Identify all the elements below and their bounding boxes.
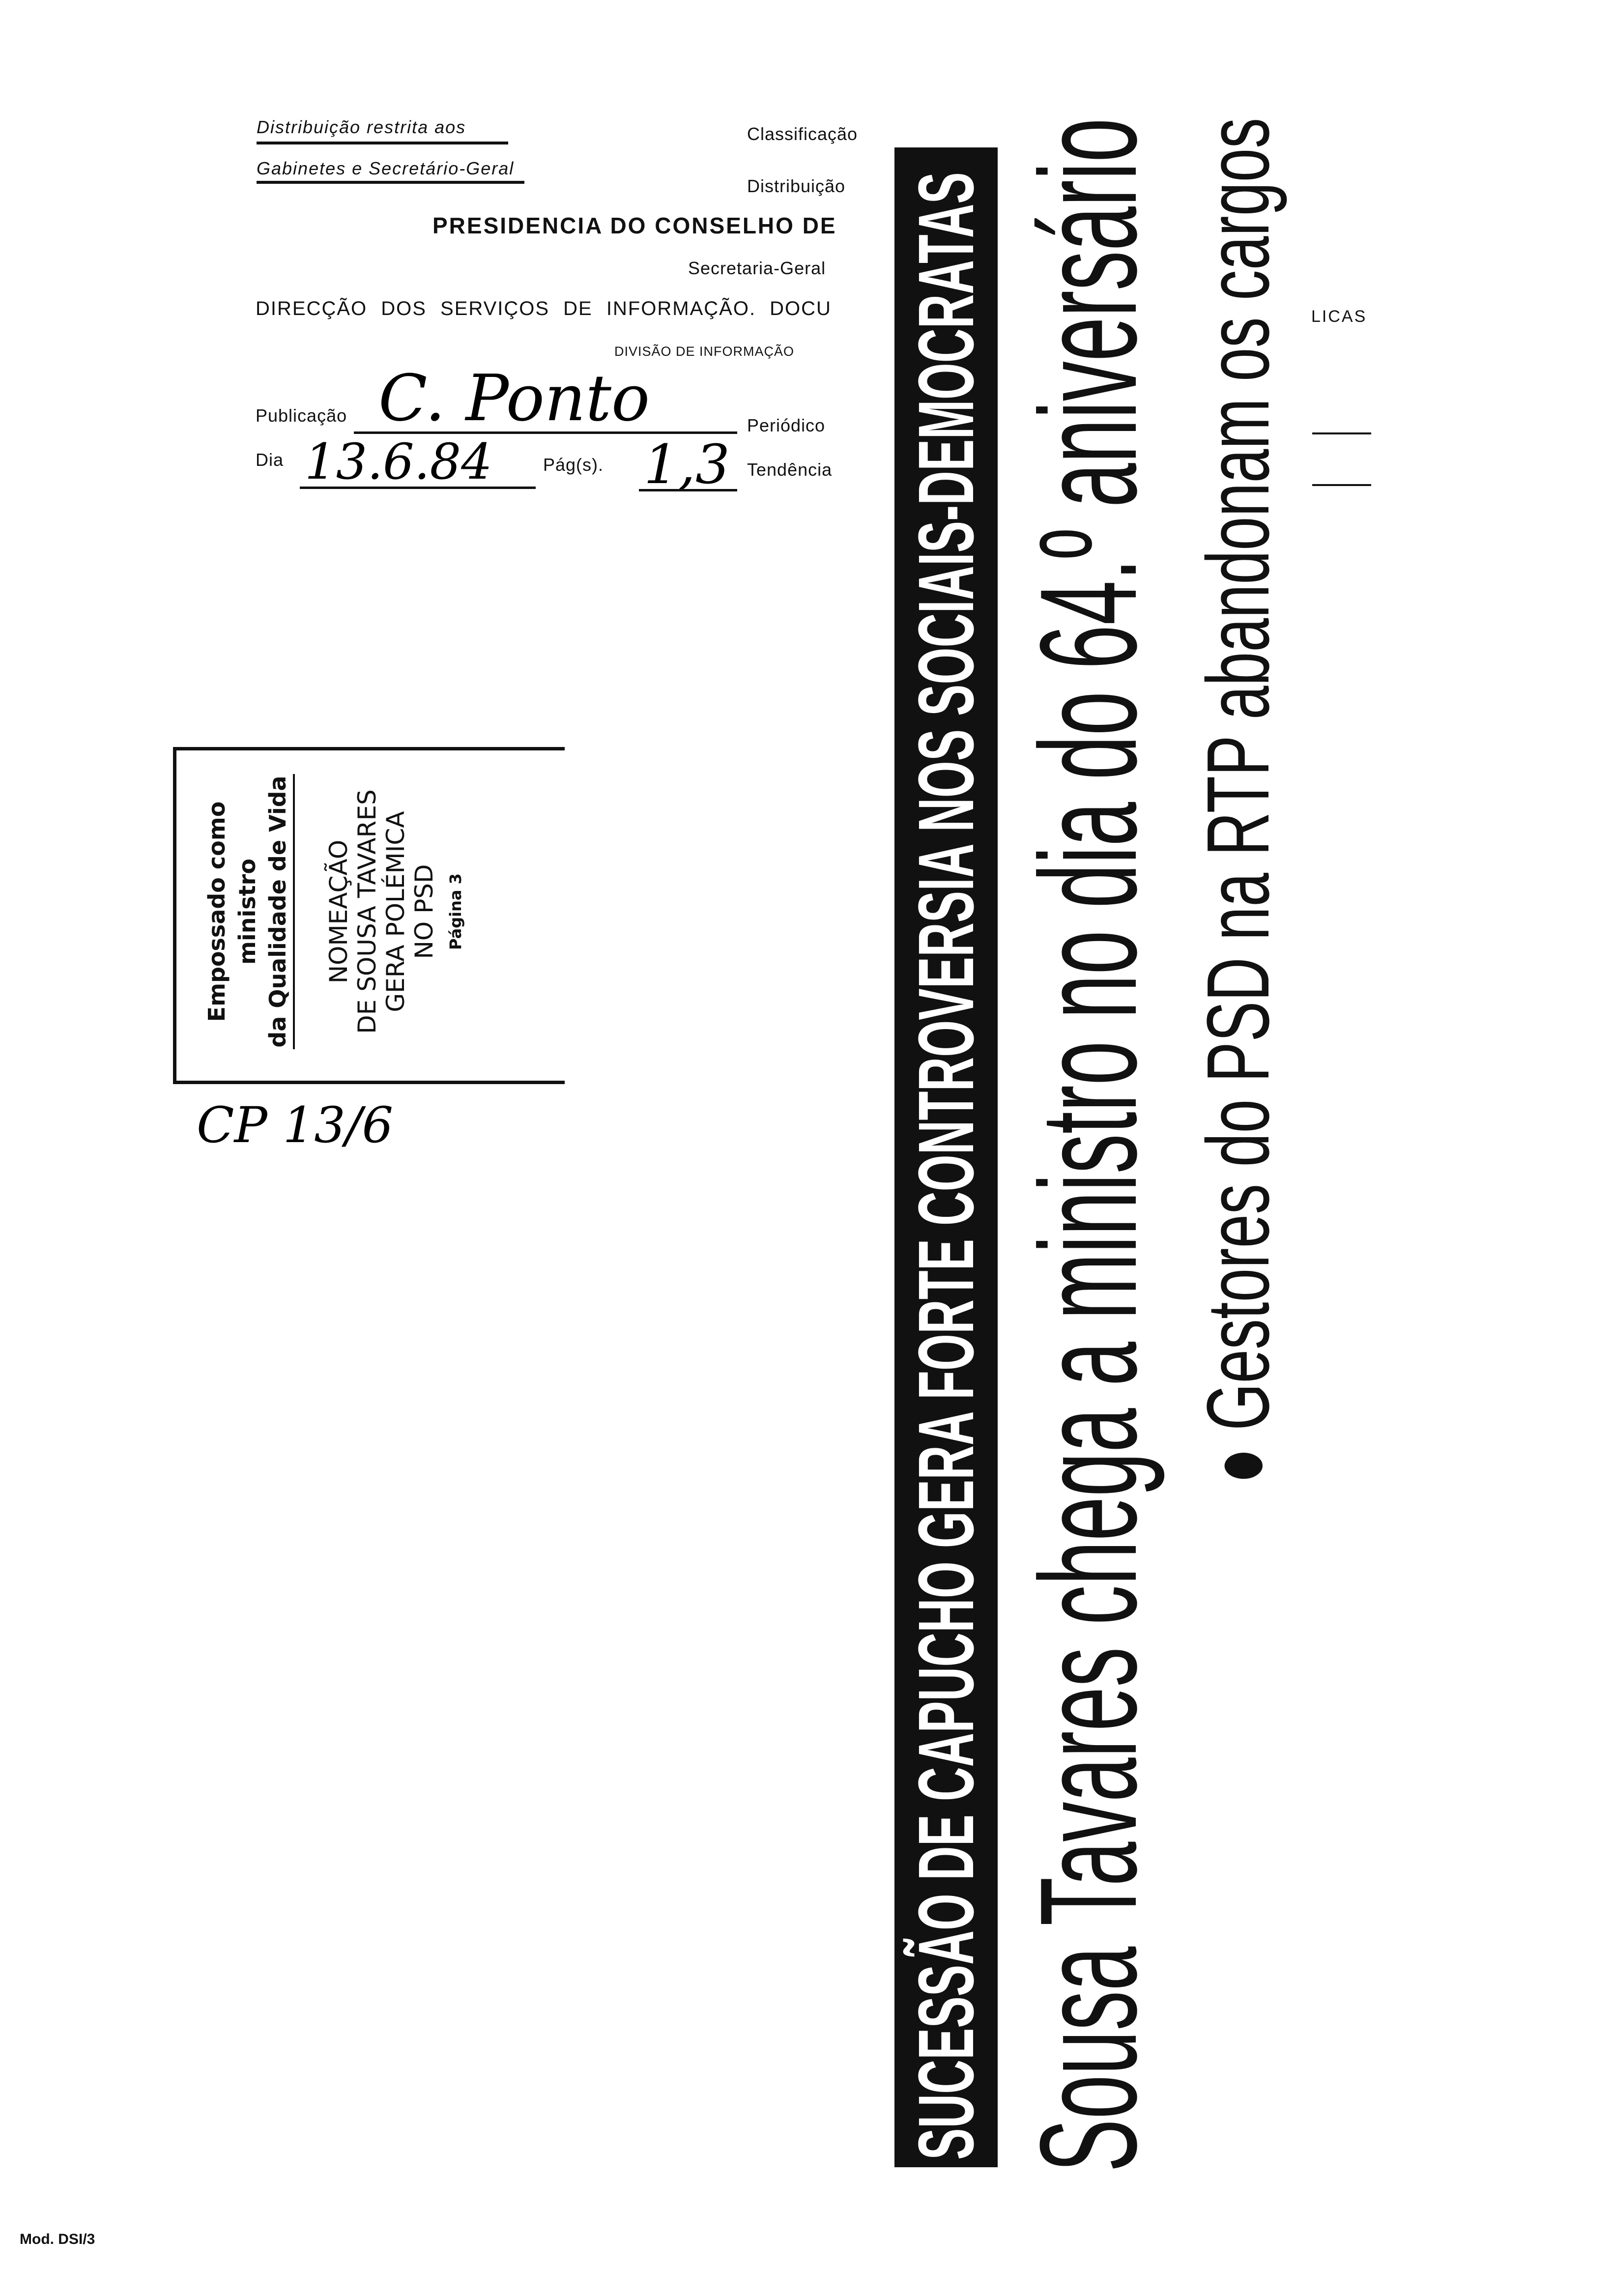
page-reference: Página 3 — [446, 873, 465, 950]
underline — [257, 142, 508, 144]
form-code: Mod. DSI/3 — [20, 2231, 95, 2247]
day-label: Dia — [256, 450, 284, 470]
publication-label: Publicação — [256, 405, 347, 426]
publication-line — [354, 431, 737, 434]
distribution-line1: Distribuição restrita aos — [257, 117, 466, 137]
title-line1: NOMEAÇÃO — [324, 839, 353, 984]
handwritten-publication: C. Ponto — [378, 361, 650, 435]
article-kicker: SUCESSÃO DE CAPUCHO GERA FORTE CONTROVER… — [902, 172, 990, 2160]
title-line2: DE SOUSA TAVARES — [353, 789, 381, 1034]
caption-line1: Empossado como ministro — [203, 801, 260, 1022]
tendency-label: Tendência — [747, 459, 833, 480]
form-header: Distribuição restrita aos Gabinetes e Se… — [0, 0, 892, 541]
handwritten-day: 13.6.84 — [305, 433, 492, 490]
clipping-box — [173, 747, 565, 1084]
title-line3: GERA POLÉMICA — [381, 811, 410, 1012]
distribution-label: Distribuição — [747, 176, 846, 196]
side-rule — [1312, 432, 1371, 434]
secretariat: Secretaria-Geral — [688, 258, 826, 278]
directorate: DIRECÇÃO DOS SERVIÇOS DE INFORMAÇÃO. DOC… — [256, 298, 832, 319]
article-headline: Sousa Tavares chega a ministro no dia do… — [1012, 118, 1165, 2172]
side-rule — [1312, 484, 1371, 486]
classification-label: Classificação — [747, 124, 858, 144]
bullet-icon: ● — [1189, 1447, 1288, 1484]
title-line4: NO PSD — [410, 864, 438, 959]
periodical-label: Periódico — [747, 415, 826, 435]
day-line — [300, 487, 536, 489]
underline — [257, 181, 524, 184]
side-fragment: LICAS — [1311, 307, 1367, 326]
pages-label: Pág(s). — [543, 455, 604, 475]
article-subheadline-block: ● Gestores do PSD na RTP abandonam os ca… — [1184, 118, 1293, 1484]
article-kicker-band: SUCESSÃO DE CAPUCHO GERA FORTE CONTROVER… — [894, 147, 998, 2167]
distribution-line2: Gabinetes e Secretário-Geral — [257, 158, 515, 178]
caption-line2: da Qualidade de Vida — [262, 774, 295, 1049]
division: DIVISÃO DE INFORMAÇÃO — [614, 344, 795, 359]
presidency-title: PRESIDENCIA DO CONSELHO DE — [432, 213, 837, 238]
handwritten-note: CP 13/6 — [197, 1096, 394, 1154]
clipping-box-content: Empossado como ministro da Qualidade de … — [182, 749, 555, 1074]
article-subheadline: Gestores do PSD na RTP abandonam os carg… — [1189, 117, 1288, 1431]
handwritten-pages: 1,3 — [644, 433, 730, 496]
article-headline-block: Sousa Tavares chega a ministro no dia do… — [1008, 118, 1170, 2172]
pages-line — [639, 489, 737, 491]
